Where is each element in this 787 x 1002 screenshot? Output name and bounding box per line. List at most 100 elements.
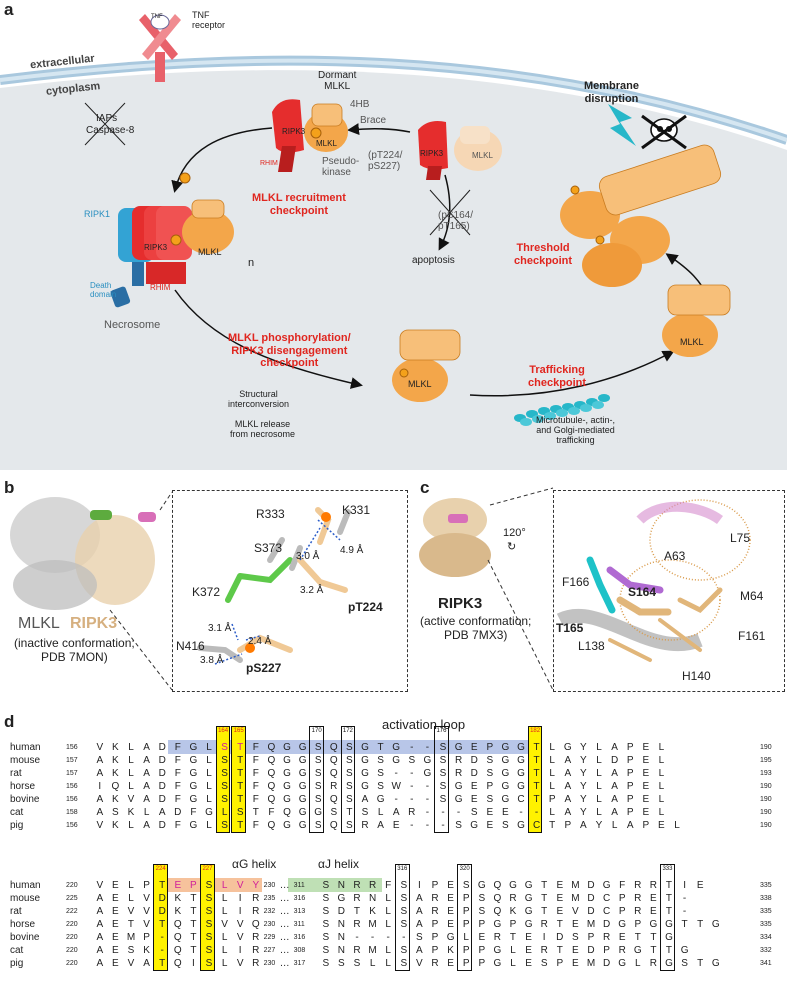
residue: T	[533, 755, 540, 766]
residue: T	[353, 906, 361, 917]
residue: A	[143, 781, 150, 792]
residue: F	[619, 880, 626, 891]
d-aj-helix-label: αJ helix	[318, 857, 359, 871]
residue: L	[369, 958, 376, 969]
residue: K	[509, 906, 517, 917]
residue: L	[221, 945, 228, 956]
residue: L	[206, 768, 212, 779]
residue: G	[524, 880, 533, 891]
residue: M	[126, 932, 136, 943]
phospho-checkpoint: MLKL phosphorylation/ RIPK3 disengagemen…	[228, 332, 351, 370]
residue: S	[221, 742, 228, 753]
residue: G	[665, 919, 673, 930]
residue: L	[463, 932, 469, 943]
residue: V	[572, 906, 579, 917]
residue: P	[564, 820, 572, 831]
residue: Q	[267, 755, 276, 766]
species-label: horse	[10, 781, 36, 792]
residue: L	[549, 807, 555, 818]
residue: K	[174, 906, 182, 917]
ag-helix-band	[168, 878, 262, 892]
residue: D	[587, 945, 595, 956]
membrane-disruption: Membrane disruption	[584, 80, 640, 105]
b-pt224: pT224	[348, 600, 383, 614]
mid-position-2: 316	[293, 895, 306, 902]
lightning-icon	[608, 104, 636, 146]
residue: D	[158, 755, 166, 766]
residue: G	[633, 945, 642, 956]
residue: K	[112, 755, 119, 766]
ripk3-transient-complex	[418, 121, 502, 180]
residue: L	[221, 893, 228, 904]
residue-number-label: 227	[202, 866, 213, 872]
residue: R	[353, 893, 361, 904]
c-t165: T165	[556, 621, 584, 635]
residue: S	[439, 768, 447, 779]
residue: -	[410, 742, 414, 753]
c-l138: L138	[578, 639, 605, 653]
residue: Q	[173, 958, 182, 969]
residue: M	[586, 958, 596, 969]
arrow-recruit-left	[171, 127, 273, 193]
ellipsis: …	[279, 893, 290, 904]
residue: G	[665, 932, 673, 943]
residue: L	[510, 945, 516, 956]
residue: S	[322, 958, 330, 969]
residue: P	[626, 742, 634, 753]
residue: G	[423, 768, 432, 779]
residue: E	[112, 880, 119, 891]
cytoplasm-region	[0, 70, 787, 470]
residue: -	[355, 932, 359, 943]
residue: S	[221, 794, 228, 805]
residue: -	[410, 820, 414, 831]
residue: E	[112, 893, 119, 904]
residue: G	[517, 755, 525, 766]
ripk3-label-right: RIPK3	[420, 149, 444, 158]
residue: A	[96, 807, 104, 818]
residue: -	[425, 742, 430, 753]
species-label: cat	[10, 945, 24, 956]
residue: G	[361, 781, 369, 792]
residue: R	[330, 781, 338, 792]
residue: K	[112, 820, 119, 831]
residue: E	[642, 781, 650, 792]
residue: Q	[493, 880, 502, 891]
residue: T	[237, 794, 244, 805]
residue: F	[174, 781, 181, 792]
residue: T	[237, 742, 244, 753]
residue: G	[298, 794, 307, 805]
residue: G	[501, 742, 510, 753]
residue: R	[634, 893, 642, 904]
residue: L	[206, 794, 212, 805]
start-position: 157	[66, 770, 78, 777]
b-k331: K331	[342, 503, 371, 517]
residue-column-box	[434, 726, 449, 833]
end-position: 335	[760, 921, 772, 928]
residue: L	[385, 893, 391, 904]
mid-position-2: 311	[293, 921, 305, 928]
residue: F	[252, 820, 259, 831]
residue: E	[112, 919, 119, 930]
residue: T	[346, 807, 353, 818]
residue: Y	[580, 794, 587, 805]
c-s164: S164	[628, 585, 657, 599]
residue: L	[206, 755, 212, 766]
residue: G	[189, 742, 198, 753]
residue: G	[283, 781, 291, 792]
residue: K	[447, 945, 454, 956]
residue: F	[252, 794, 259, 805]
rhim-label-top: RHIM	[260, 160, 278, 167]
residue: S	[346, 781, 353, 792]
residue: L	[385, 919, 391, 930]
residue: T	[190, 945, 197, 956]
residue: T	[681, 919, 688, 930]
residue: E	[112, 932, 119, 943]
mid-position-2: 317	[293, 960, 306, 967]
species-label: mouse	[10, 755, 41, 766]
residue: E	[447, 906, 454, 917]
residue-number-label: 172	[342, 728, 353, 734]
residue: T	[549, 820, 556, 831]
residue: L	[596, 781, 602, 792]
residue: G	[298, 807, 307, 818]
residue: D	[602, 919, 611, 930]
